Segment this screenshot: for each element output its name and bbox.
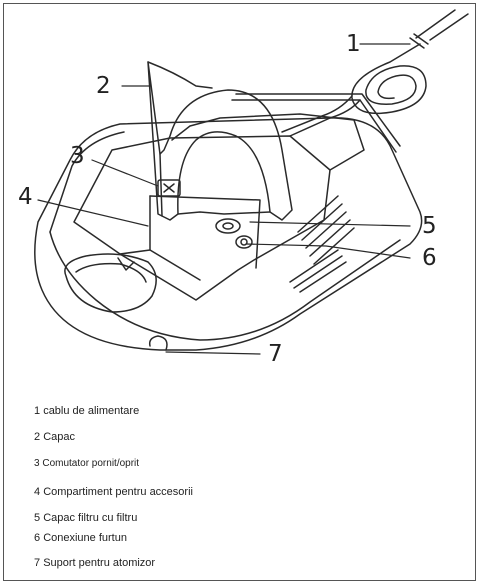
callout-5: 5 <box>422 213 437 239</box>
legend-item: 6 Conexiune furtun <box>34 532 127 544</box>
device-body-drawing <box>34 93 423 351</box>
legend-item: 5 Capac filtru cu filtru <box>34 512 138 524</box>
callout-2: 2 <box>96 73 111 99</box>
nebulizer-illustration <box>34 9 469 355</box>
legend-item: 3 Comutator pornit/oprit <box>34 458 140 469</box>
callout-7: 7 <box>268 341 283 367</box>
legend-item: 2 Capac <box>34 431 75 443</box>
power-cable-drawing <box>281 9 469 137</box>
callout-4: 4 <box>18 184 33 210</box>
leader-lines <box>37 43 411 355</box>
legend-item: 7 Suport pentru atomizor <box>34 557 156 569</box>
lid-drawing <box>147 61 293 221</box>
callout-1: 1 <box>346 31 361 57</box>
callout-3: 3 <box>70 143 85 169</box>
legend-item: 1 cablu de alimentare <box>34 405 140 417</box>
callout-6: 6 <box>422 245 437 271</box>
legend-item: 4 Compartiment pentru accesorii <box>34 486 193 498</box>
